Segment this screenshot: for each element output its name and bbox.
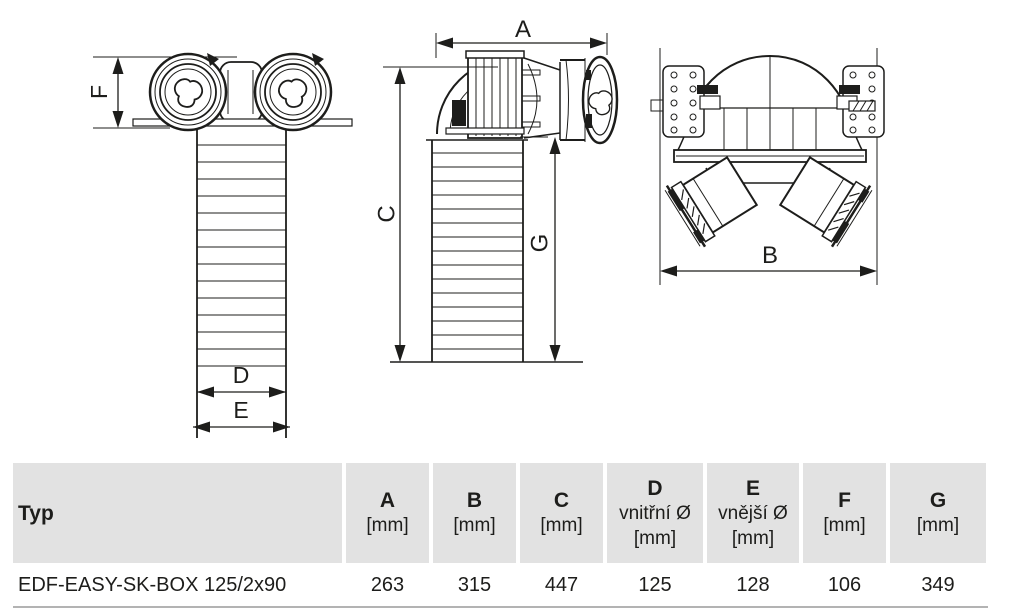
dim-e: E <box>193 397 290 433</box>
col-header-d: D vnitřní Ø [mm] <box>607 463 703 563</box>
nozzle-right <box>253 52 333 132</box>
col-sub-e: vnější Ø <box>718 502 788 524</box>
dim-label-g: G <box>527 234 554 253</box>
col-letter-a: A <box>379 489 396 512</box>
col-unit-b: [mm] <box>453 515 496 536</box>
col-unit-a: [mm] <box>366 515 409 536</box>
col-unit-g: [mm] <box>916 515 960 536</box>
col-unit-c: [mm] <box>540 515 583 536</box>
col-unit-f: [mm] <box>823 515 866 536</box>
spigot-right <box>774 149 875 251</box>
dim-c: C <box>374 66 498 362</box>
col-letter-c: C <box>553 489 570 512</box>
flex-duct-top <box>196 126 287 438</box>
col-letter-e: E <box>745 476 760 500</box>
dim-label-f: F <box>86 85 112 99</box>
nozzle-left <box>148 52 228 132</box>
cell-g: 349 <box>921 573 955 596</box>
cell-c: 447 <box>544 573 579 596</box>
col-header-c: C [mm] <box>520 463 603 563</box>
dim-label-d: D <box>233 362 250 388</box>
mounting-plate <box>132 118 353 127</box>
col-header-a: A [mm] <box>346 463 429 563</box>
dim-f: F <box>86 56 237 129</box>
col-sub-d: vnitřní Ø <box>619 502 691 524</box>
dim-b: B <box>660 242 877 277</box>
mounting-bracket-right <box>836 65 885 138</box>
top-view-drawing: F <box>86 52 353 438</box>
table-data-row: EDF-EASY-SK-BOX 125/2x90 263 315 447 125… <box>13 563 988 608</box>
cell-d: 125 <box>638 573 672 596</box>
technical-drawings: F <box>86 16 885 438</box>
mounting-bracket-left <box>650 65 721 138</box>
cell-b: 315 <box>457 573 492 596</box>
col-unit-e: [mm] <box>731 527 775 549</box>
col-header-e: E vnější Ø [mm] <box>707 463 799 563</box>
dimension-table: Typ A [mm] B [mm] C [mm] D vnitřní Ø [mm… <box>13 463 988 608</box>
cell-e: 128 <box>736 573 770 596</box>
dim-label-a: A <box>515 16 531 43</box>
flex-duct-side <box>390 139 583 363</box>
dim-d: D <box>197 362 286 398</box>
cell-a: 263 <box>370 573 405 596</box>
side-view-drawing: A <box>374 16 619 363</box>
col-letter-g: G <box>929 489 947 512</box>
cell-typ: EDF-EASY-SK-BOX 125/2x90 <box>18 573 287 596</box>
dim-label-b: B <box>762 242 778 269</box>
col-letter-f: F <box>838 489 851 512</box>
front-view-drawing: B <box>650 48 885 285</box>
table-header-row: Typ A [mm] B [mm] C [mm] D vnitřní Ø [mm… <box>13 463 988 563</box>
col-header-typ: Typ <box>13 463 342 563</box>
col-header-f: F [mm] <box>803 463 886 563</box>
cell-f: 106 <box>827 573 862 596</box>
col-unit-d: [mm] <box>633 527 677 549</box>
elbow-unit <box>436 50 561 140</box>
col-letter-b: B <box>466 489 483 512</box>
outlet-nozzle <box>560 55 619 145</box>
col-header-g: G [mm] <box>890 463 986 563</box>
dim-label-e: E <box>233 397 248 423</box>
dim-label-c: C <box>374 205 401 222</box>
dim-g: G <box>520 136 561 362</box>
dim-a: A <box>435 16 608 58</box>
spigot-left <box>662 149 763 251</box>
col-letter-d: D <box>647 476 663 500</box>
col-header-b: B [mm] <box>433 463 516 563</box>
